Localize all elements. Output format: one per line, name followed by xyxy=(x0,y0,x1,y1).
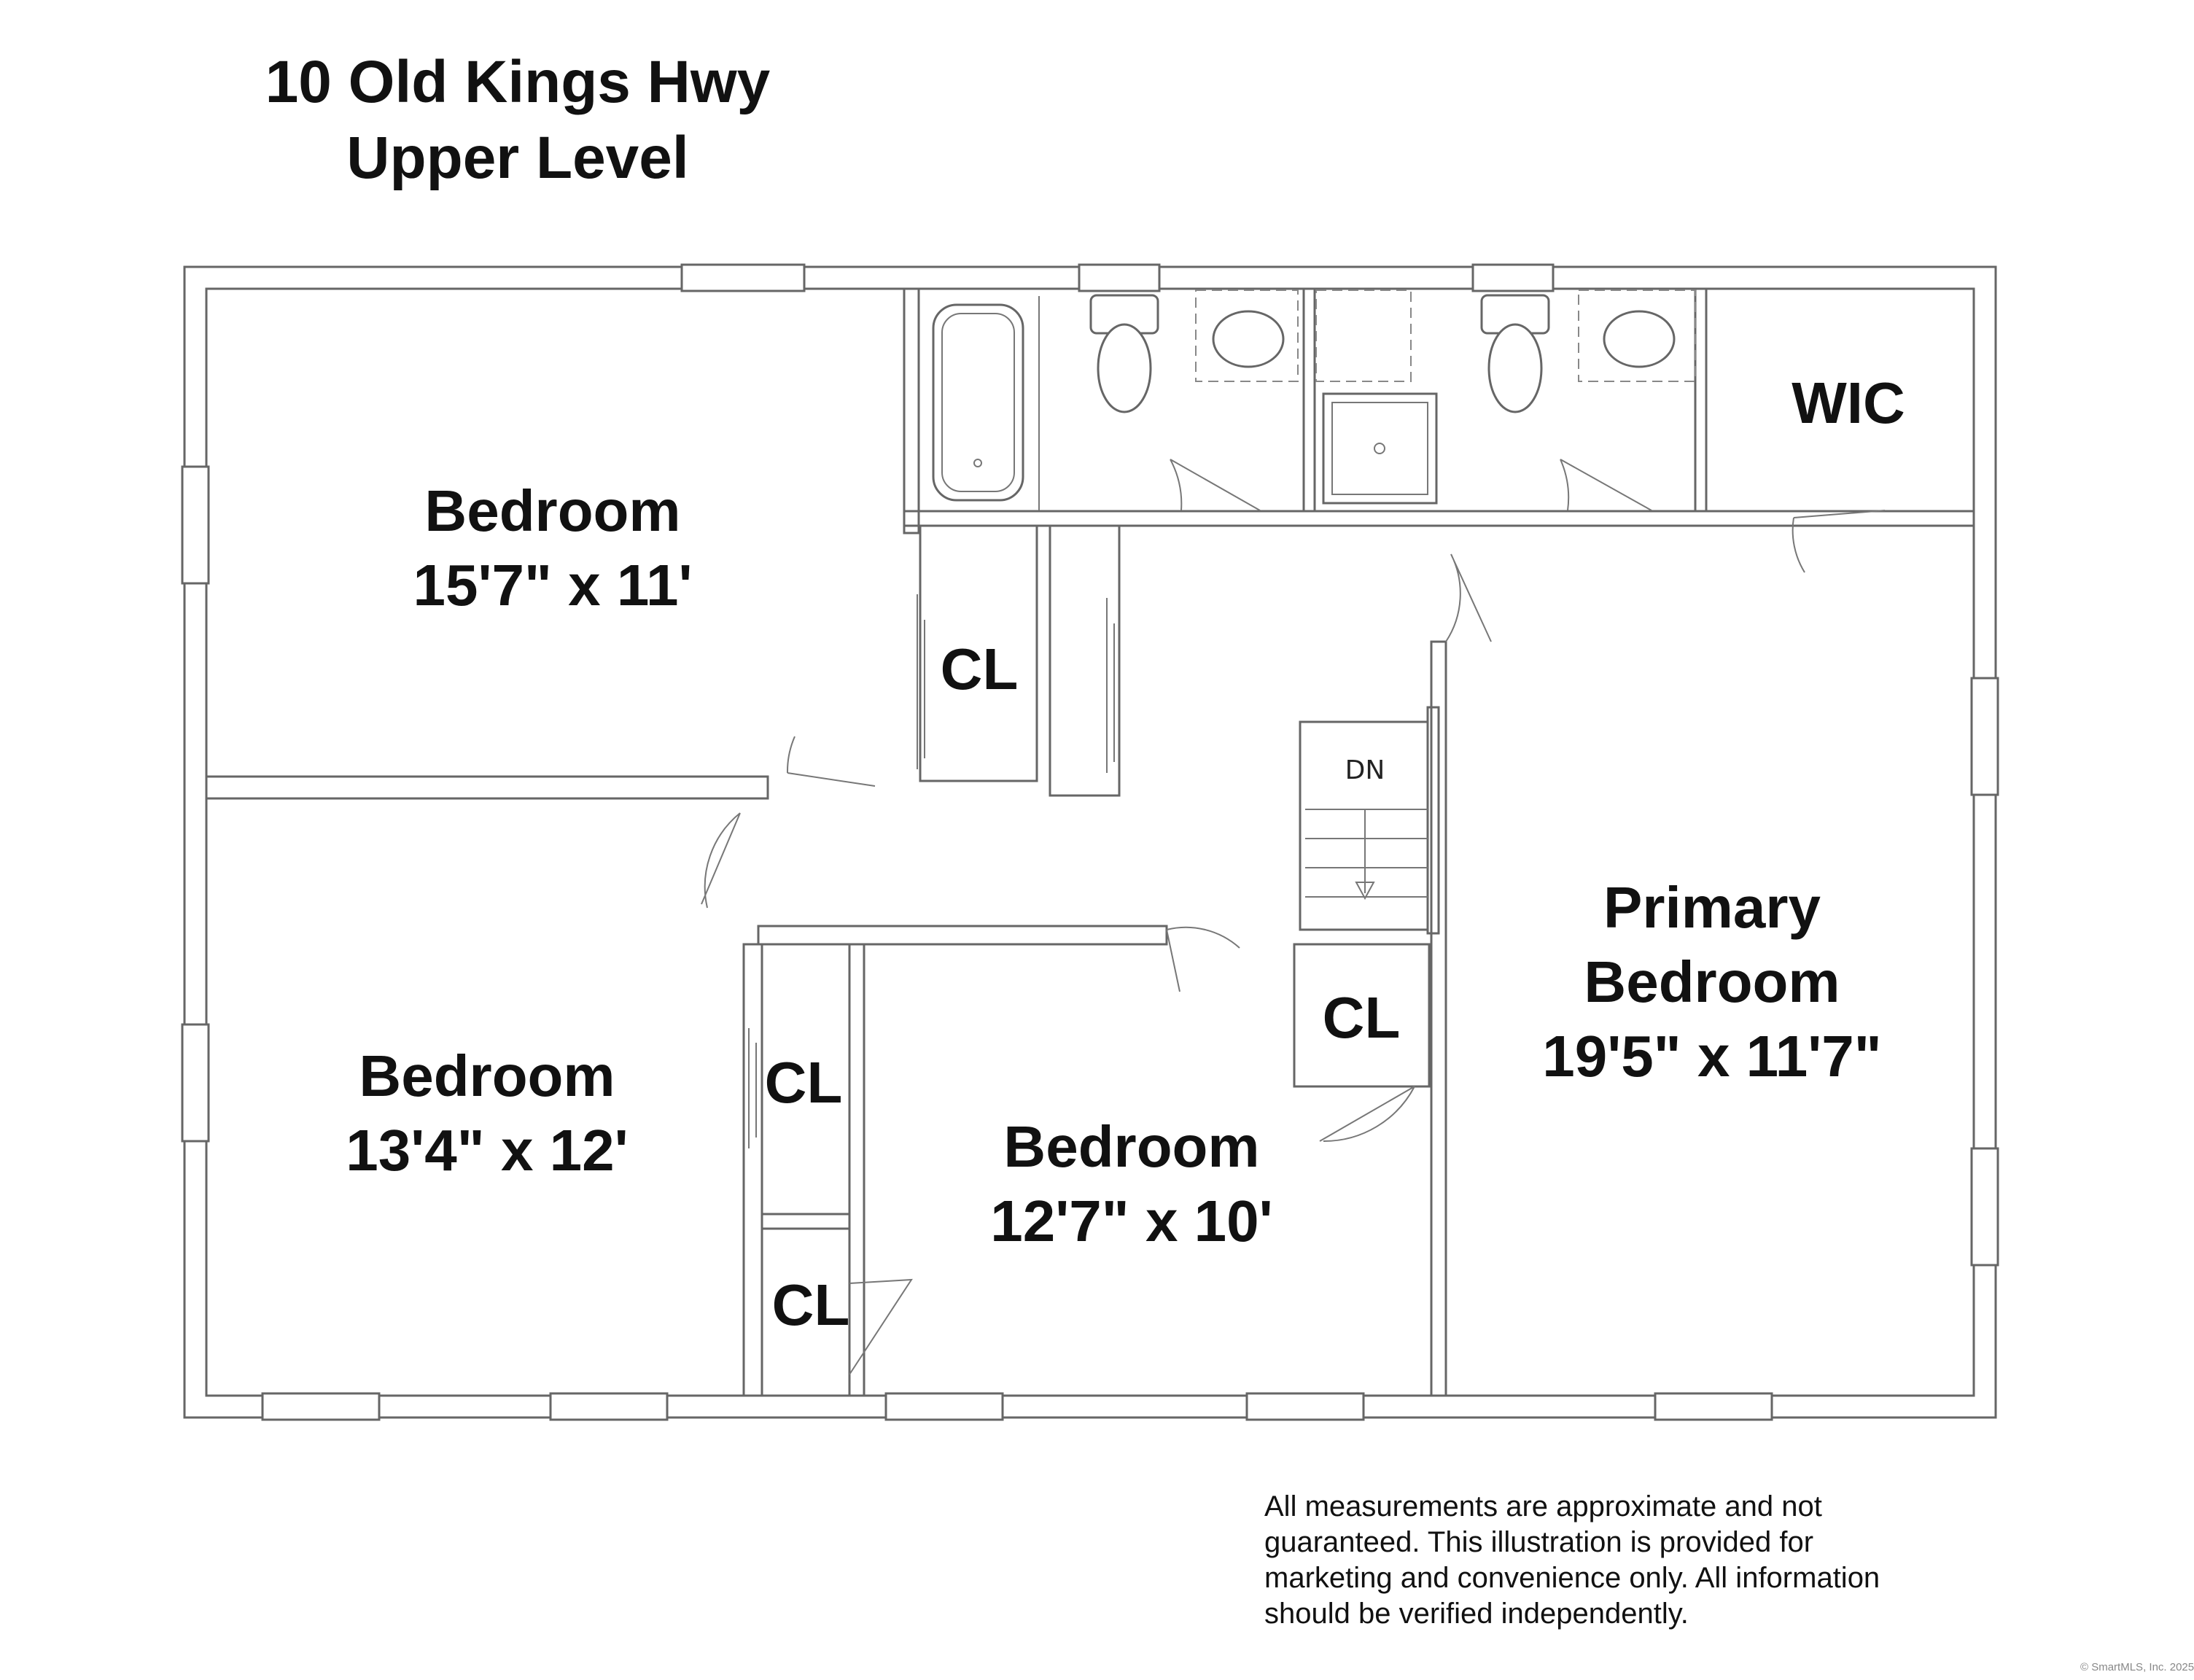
closet-label-bedroom3: CL xyxy=(1323,985,1401,1050)
vanity-2 xyxy=(1578,289,1696,382)
window-top-bath-1 xyxy=(1078,263,1161,292)
window-bottom-3 xyxy=(884,1392,1004,1421)
closets xyxy=(748,524,1431,1397)
door-primary xyxy=(1445,553,1492,642)
bedroom-3-name: Bedroom xyxy=(1003,1114,1259,1179)
closet-bedroom3 xyxy=(1293,943,1431,1088)
shower-drain xyxy=(1374,443,1385,454)
sink-2 xyxy=(1603,310,1676,368)
door-bedroom1 xyxy=(786,736,876,787)
door-bedroom3 xyxy=(1166,926,1240,992)
stair-arrow xyxy=(1355,809,1375,901)
disclaimer-text: All measurements are approximate and not… xyxy=(1264,1490,1880,1630)
wall-bath-south xyxy=(903,510,1975,527)
windows xyxy=(181,263,1999,1421)
wall-bedroom3-west xyxy=(848,943,865,1397)
bedroom-2-dimensions: 13'4" x 12' xyxy=(346,1118,628,1183)
bedroom-2-name: Bedroom xyxy=(359,1043,615,1108)
door-bedroom2 xyxy=(701,812,741,909)
stairs-label: DN xyxy=(1345,755,1385,785)
door-wic xyxy=(1792,510,1886,573)
bedroom-1-dimensions: 15'7" x 11' xyxy=(413,553,693,618)
window-bottom-5 xyxy=(1654,1392,1773,1421)
door-bath-2 xyxy=(1560,459,1652,511)
primary-bedroom-name-line1: Primary xyxy=(1603,875,1821,940)
toilet-bowl-1 xyxy=(1097,323,1152,413)
shower-area xyxy=(1315,289,1412,382)
toilet-bowl-2 xyxy=(1487,323,1543,413)
sink-1 xyxy=(1212,310,1285,368)
wall-hall-south xyxy=(757,925,1168,946)
interior-walls xyxy=(205,287,1975,1397)
stairs: DN xyxy=(1299,720,1429,931)
shower-pan xyxy=(1322,392,1438,505)
closet-label-bedroom2-upper: CL xyxy=(765,1050,843,1115)
wall-bedroom1-east xyxy=(903,287,920,534)
window-top-1 xyxy=(680,263,806,292)
wall-stair-east xyxy=(1426,706,1440,935)
bathtub-inner xyxy=(941,313,1015,492)
bedroom-3-dimensions: 12'7" x 10' xyxy=(990,1189,1272,1253)
sliding-door-1 xyxy=(917,594,925,769)
door-bath-1 xyxy=(1170,459,1261,511)
door-closet-bedroom3 xyxy=(1319,1086,1415,1143)
wall-bedroom-divider xyxy=(205,775,769,800)
bathtub-drain xyxy=(973,459,982,467)
stair-treads xyxy=(1305,809,1428,898)
door-closet-bedroom2 xyxy=(849,1278,913,1375)
window-bottom-4 xyxy=(1245,1392,1365,1421)
closet-bedroom2-lower xyxy=(760,1227,851,1397)
address-title: 10 Old Kings Hwy xyxy=(265,49,771,115)
door-swings xyxy=(701,459,1886,1375)
primary-bedroom-name-line2: Bedroom xyxy=(1584,949,1840,1014)
window-right-2 xyxy=(1970,1147,1999,1267)
bathroom-fixtures xyxy=(932,289,1696,510)
primary-bedroom-dimensions: 19'5" x 11'7" xyxy=(1542,1024,1881,1089)
copyright-text: © SmartMLS, Inc. 2025 xyxy=(2080,1661,2194,1673)
bathtub xyxy=(932,303,1024,502)
sliding-door-2 xyxy=(1106,598,1115,773)
wall-bath-divider xyxy=(1302,287,1316,513)
closet-hall-1 xyxy=(919,524,1038,782)
window-bottom-2 xyxy=(549,1392,669,1421)
window-bottom-1 xyxy=(261,1392,381,1421)
stair-well xyxy=(1299,720,1429,931)
shower-pan-inner xyxy=(1331,402,1428,495)
closet-label-hall: CL xyxy=(941,637,1019,701)
closet-label-bedroom2-lower: CL xyxy=(772,1272,850,1337)
closet-bedroom2-upper xyxy=(760,943,851,1216)
wall-wic-west xyxy=(1694,287,1708,513)
window-right-1 xyxy=(1970,677,1999,796)
vanity-1 xyxy=(1195,289,1299,382)
window-left-2 xyxy=(181,1023,210,1143)
closet-hall-2 xyxy=(1049,524,1121,797)
wall-bedroom2-east xyxy=(742,943,763,1397)
wall-primary-west xyxy=(1430,640,1447,1397)
bedroom-1-name: Bedroom xyxy=(424,478,680,543)
sliding-door-3 xyxy=(748,1028,757,1148)
room-labels: Bedroom 15'7" x 11' Bedroom 13'4" x 12' … xyxy=(346,370,1905,1337)
wic-label: WIC xyxy=(1792,370,1905,435)
window-top-bath-2 xyxy=(1471,263,1555,292)
window-left-1 xyxy=(181,465,210,585)
level-title: Upper Level xyxy=(346,125,689,191)
